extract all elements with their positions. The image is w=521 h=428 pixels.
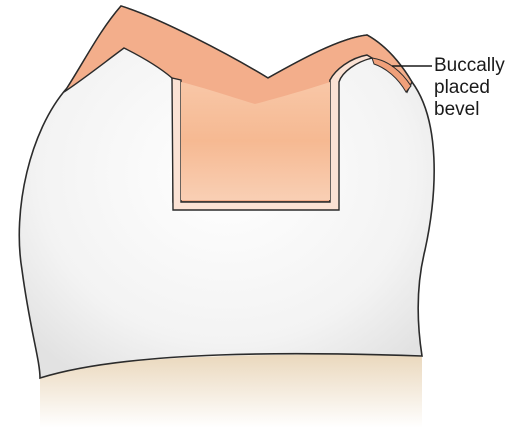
- annotation-line-1: Buccally: [434, 55, 505, 77]
- annotation-line-2: placed: [434, 77, 490, 99]
- annotation-line-3: bevel: [434, 99, 479, 121]
